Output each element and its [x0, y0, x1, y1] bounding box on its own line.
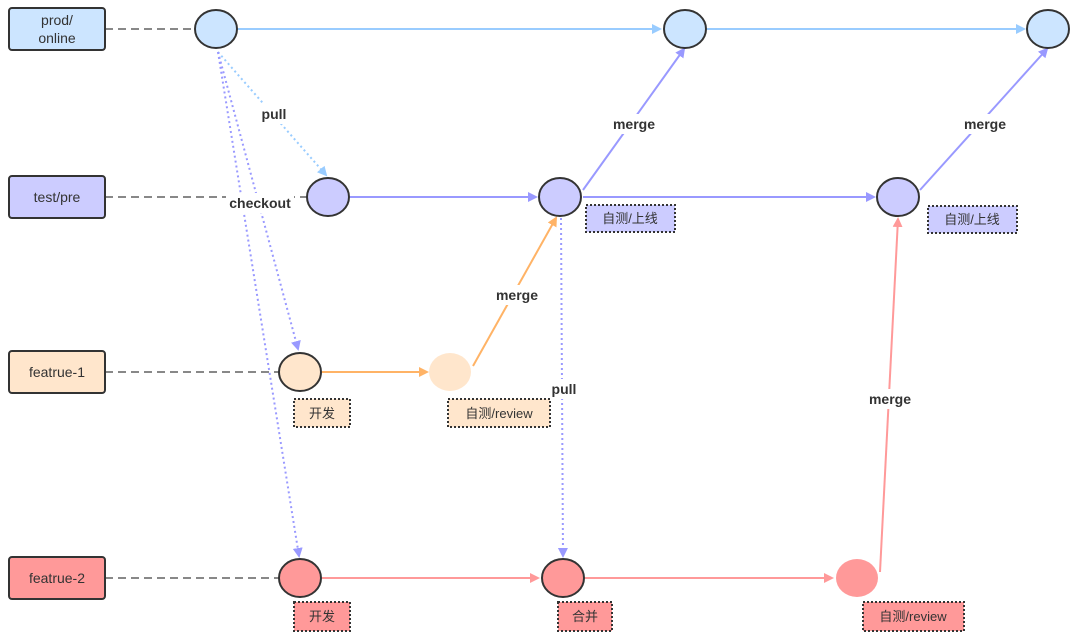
checkout-to-f2-edge [217, 51, 303, 558]
test-node-1 [306, 177, 350, 217]
lane-label-prod-line2: online [38, 30, 76, 46]
merge-label-test-prod-2: merge [964, 116, 1006, 132]
lane-label-test: test/pre [8, 175, 106, 219]
note-f1-review-text: 自测/review [465, 406, 533, 421]
pull-label-mid: pull [552, 381, 577, 397]
lane-label-f1-text: featrue-1 [29, 364, 85, 380]
test-node-3 [876, 177, 920, 217]
pull-test-to-f2-edge [557, 217, 568, 558]
note-test-1-text: 自测/上线 [602, 211, 658, 226]
note-f2-review-text: 自测/review [879, 609, 947, 624]
note-f2-dev-text: 开发 [309, 609, 335, 624]
prod-node-1 [194, 9, 238, 49]
note-f2-merge: 合并 [557, 601, 613, 632]
pull-label-top: pull [262, 106, 287, 122]
lane-label-prod-line1: prod/ [41, 12, 73, 28]
prod-node-2 [663, 9, 707, 49]
lane-label-test-text: test/pre [34, 189, 81, 205]
note-f2-merge-text: 合并 [572, 609, 598, 624]
note-test-2-text: 自测/上线 [944, 212, 1000, 227]
f2-node-1 [278, 558, 322, 598]
lane-label-f2-text: featrue-2 [29, 570, 85, 586]
checkout-label: checkout [229, 195, 291, 211]
merge-label-test-prod-1: merge [613, 116, 655, 132]
note-test-1: 自测/上线 [585, 204, 676, 233]
note-f1-review: 自测/review [447, 398, 551, 428]
f1-node-2 [429, 353, 471, 391]
f2-node-2 [541, 558, 585, 598]
lane-label-prod: prod/ online [8, 7, 106, 51]
note-f1-dev-text: 开发 [309, 406, 335, 421]
note-f1-dev: 开发 [293, 398, 351, 428]
note-test-2: 自测/上线 [927, 205, 1018, 234]
prod-node-3 [1026, 9, 1070, 49]
lane-label-f2: featrue-2 [8, 556, 106, 600]
merge-label-f2-test: merge [869, 391, 911, 407]
lane-label-f1: featrue-1 [8, 350, 106, 394]
note-f2-review: 自测/review [862, 601, 965, 632]
note-f2-dev: 开发 [293, 601, 351, 632]
test-node-2 [538, 177, 582, 217]
f2-node-3 [836, 559, 878, 597]
checkout-to-f1-edge [217, 51, 301, 351]
f1-node-1 [278, 352, 322, 392]
merge-label-f1-test: merge [496, 287, 538, 303]
